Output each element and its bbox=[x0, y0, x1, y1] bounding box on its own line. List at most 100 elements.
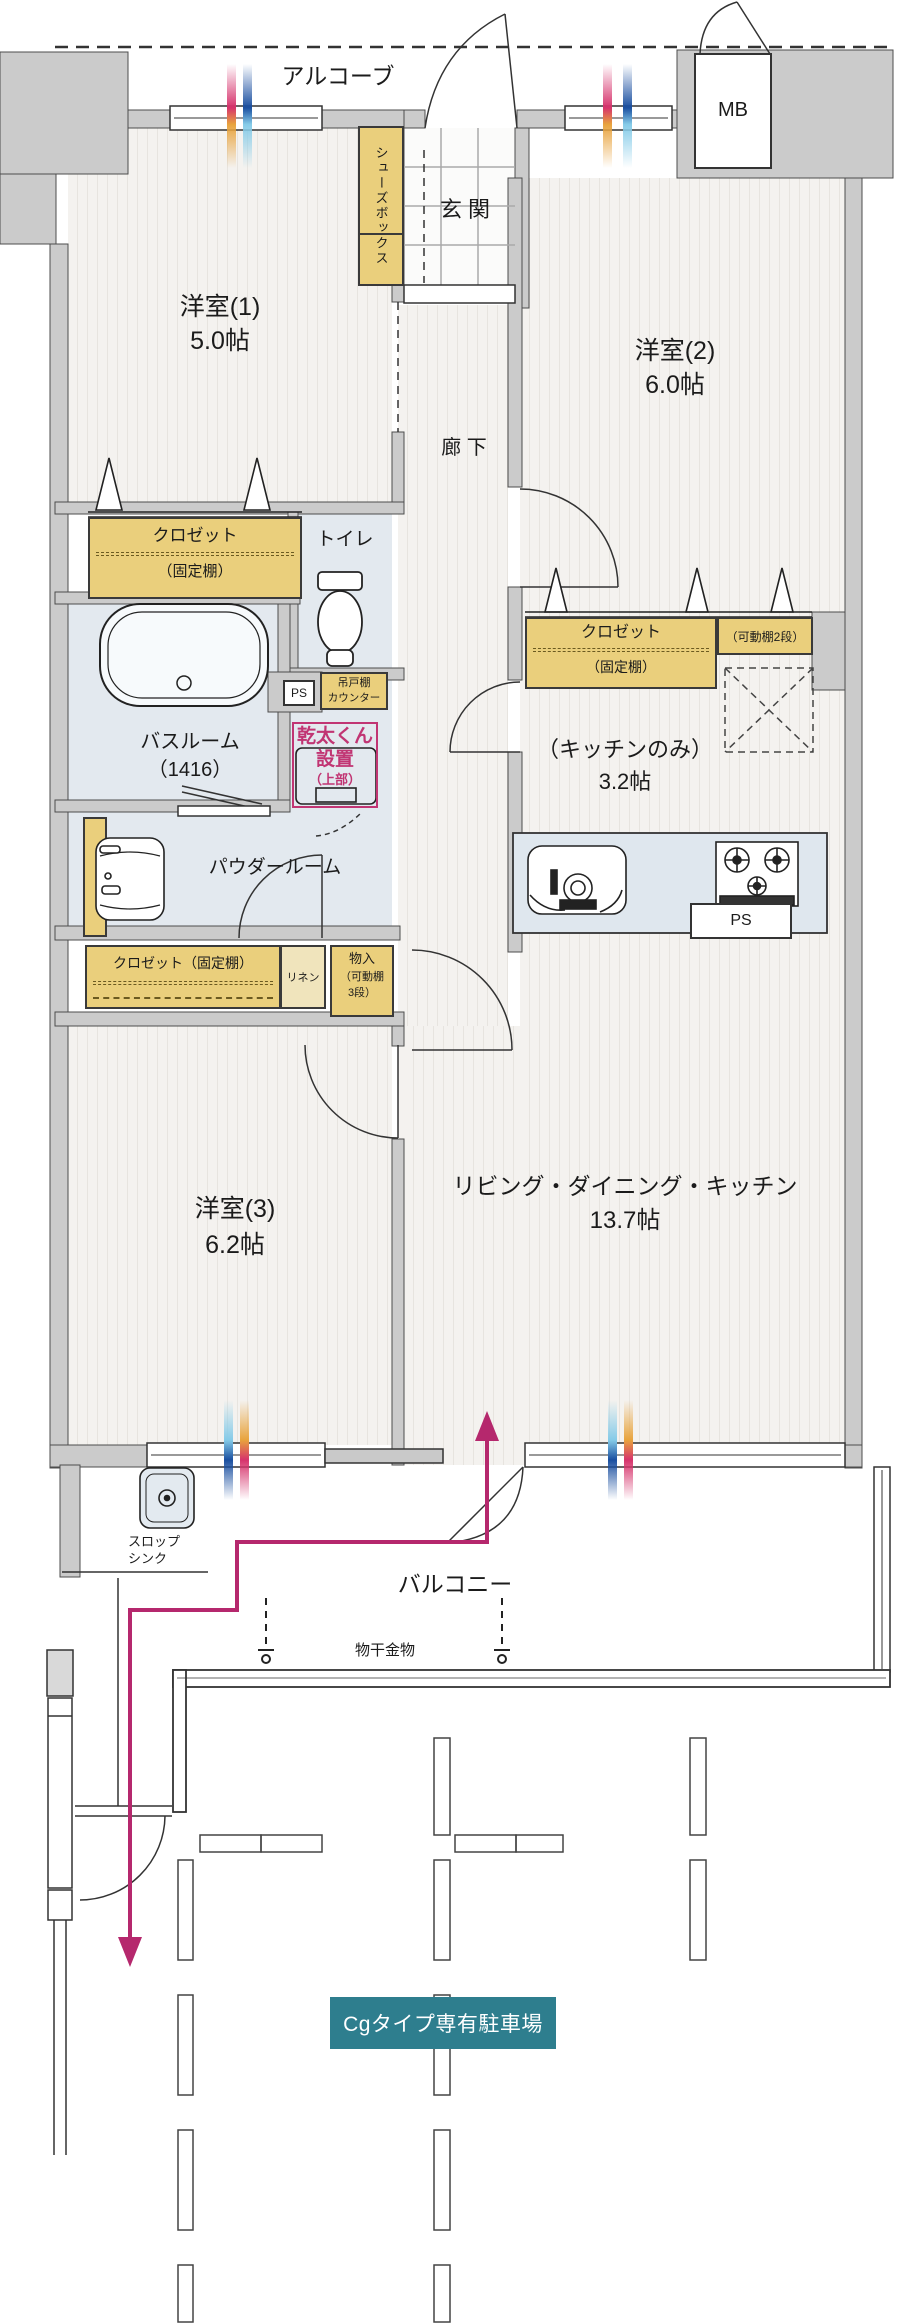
room1-size: 5.0帖 bbox=[190, 327, 250, 355]
dryer-label1: 乾太くん bbox=[296, 726, 373, 747]
arrow-down-head bbox=[118, 1937, 142, 1967]
washbasin bbox=[83, 817, 165, 937]
closet-room2-shelfline bbox=[533, 648, 709, 652]
closet-room1: クロゼット （固定棚） bbox=[88, 517, 302, 599]
closet-room2: クロゼット （固定棚） bbox=[525, 617, 717, 689]
hanging-cabinet-label1: 吊戸棚 bbox=[337, 677, 371, 689]
floor-room3 bbox=[68, 1026, 392, 1445]
ps-kitchen-label: PS bbox=[730, 912, 752, 929]
closet-bottom: クロゼット（固定棚） bbox=[85, 945, 281, 1009]
slop-sink-label2: シンク bbox=[128, 1551, 168, 1566]
airflow-stripe-top1-blue bbox=[243, 64, 252, 168]
room3-door-arc bbox=[304, 1044, 399, 1139]
shelf-room2-label: （可動棚2段） bbox=[725, 629, 805, 644]
ps-small-label: PS bbox=[290, 686, 307, 700]
storage-label3: 3段） bbox=[347, 987, 377, 999]
airflow-stripe-bot1-pink bbox=[240, 1400, 249, 1500]
ldk-size: 13.7帖 bbox=[589, 1207, 661, 1234]
mb-door-arc bbox=[699, 1, 738, 55]
room3-size: 6.2帖 bbox=[205, 1231, 265, 1259]
alcove-label: アルコーブ bbox=[281, 63, 395, 89]
room3-name: 洋室(3) bbox=[194, 1195, 276, 1223]
closet-room2-label1: クロゼット bbox=[580, 624, 661, 641]
bath-label1: バスルーム bbox=[140, 731, 240, 753]
arrow-up-head bbox=[475, 1411, 499, 1441]
entrance-tile-grid bbox=[404, 128, 515, 285]
dryer-label3: （上部） bbox=[308, 772, 361, 787]
stove bbox=[715, 841, 799, 907]
room2-name: 洋室(2) bbox=[634, 337, 716, 365]
closet-room1-label2: （固定棚） bbox=[157, 563, 233, 580]
linen-label: リネン bbox=[286, 972, 320, 984]
storage-closet: 物入 （可動棚 3段） bbox=[330, 945, 394, 1017]
storage-label2: （可動棚 bbox=[340, 971, 384, 983]
exterior-lines bbox=[62, 1571, 208, 1817]
room2-door-arc bbox=[519, 488, 619, 588]
entrance-label: 玄 関 bbox=[439, 197, 491, 222]
balcony-wall bbox=[172, 1669, 891, 1813]
closet-room1-label1: クロゼット bbox=[152, 526, 238, 545]
toilet-fixture bbox=[317, 571, 363, 667]
parking-label-box: Cgタイプ専有駐車場 bbox=[330, 1997, 556, 2049]
airflow-stripe-bot1-blue bbox=[224, 1400, 233, 1500]
kitchen-label1: （キッチンのみ） bbox=[536, 737, 713, 762]
walls bbox=[0, 49, 894, 1578]
kitchen-door-arc bbox=[449, 681, 521, 753]
kitchen-label2: 3.2帖 bbox=[598, 769, 652, 794]
shelf-room2: （可動棚2段） bbox=[717, 617, 813, 655]
pipe-space-small: PS bbox=[283, 680, 315, 706]
entrance-door-arc bbox=[424, 13, 506, 129]
laundry-hanger-icons bbox=[258, 1598, 510, 1664]
hanging-cabinet: 吊戸棚 カウンター bbox=[320, 672, 388, 710]
linen-closet: リネン bbox=[280, 945, 326, 1009]
balcony-label: バルコニー bbox=[397, 1571, 513, 1597]
flow-arrow bbox=[118, 1411, 499, 1967]
pipe-space-kitchen: PS bbox=[690, 903, 792, 939]
hanging-cabinet-label2: カウンター bbox=[327, 692, 381, 704]
floor-kitchen-ldk bbox=[520, 612, 845, 1465]
closet-bottom-shelfline bbox=[93, 981, 273, 985]
fence bbox=[46, 1649, 74, 2155]
room2-size: 6.0帖 bbox=[645, 371, 705, 399]
closet-bottom-label: クロゼット（固定棚） bbox=[113, 955, 253, 971]
airflow-stripe-top2-pink bbox=[603, 64, 612, 168]
bath-door bbox=[177, 785, 271, 817]
airflow-stripe-top2-blue bbox=[623, 64, 632, 168]
bath-label2: （1416） bbox=[147, 759, 233, 781]
floor-room1 bbox=[68, 128, 392, 505]
floor-room2 bbox=[520, 178, 845, 612]
closet-room2-label2: （固定棚） bbox=[586, 659, 656, 675]
meter-box bbox=[694, 53, 772, 169]
airflow-stripe-bot2-blue bbox=[608, 1400, 617, 1500]
dryer-label2: 設置 bbox=[315, 749, 354, 770]
closet-room1-shelfline bbox=[96, 552, 294, 556]
corridor-label: 廊 下 bbox=[441, 437, 487, 459]
entrance-step bbox=[403, 284, 516, 304]
toilet-label: トイレ bbox=[316, 529, 374, 550]
powder-label: パウダールーム bbox=[208, 857, 342, 878]
mb-label: MB bbox=[718, 99, 748, 121]
bathtub bbox=[99, 603, 269, 707]
parking-label: Cgタイプ専有駐車場 bbox=[343, 2013, 543, 2036]
airflow-stripe-bot2-pink bbox=[624, 1400, 633, 1500]
storage-label1: 物入 bbox=[348, 951, 375, 966]
airflow-stripe-top1-pink bbox=[227, 64, 236, 168]
gate-door-arc bbox=[79, 1815, 166, 1901]
dryer-space: 乾太くん 設置 （上部） bbox=[292, 722, 378, 808]
powder-door-arc bbox=[238, 854, 323, 939]
kitchen-sink bbox=[527, 845, 627, 915]
shoebox-label: シューズボックス bbox=[373, 146, 389, 266]
closet-bottom-railline bbox=[93, 997, 273, 999]
laundry-hardware-label: 物干金物 bbox=[354, 1642, 415, 1659]
ldk-name: リビング・ダイニング・キッチン bbox=[452, 1173, 798, 1199]
door-arcs bbox=[79, 1, 771, 1901]
ldk-door-arc bbox=[411, 949, 513, 1051]
slop-sink-label1: スロップ bbox=[128, 1534, 181, 1549]
slop-sink bbox=[139, 1467, 195, 1529]
laundry-door-arc-dashed bbox=[315, 811, 363, 837]
room1-name: 洋室(1) bbox=[179, 293, 261, 321]
shoebox: シューズボックス bbox=[358, 126, 404, 286]
shoebox-divider bbox=[360, 233, 402, 235]
